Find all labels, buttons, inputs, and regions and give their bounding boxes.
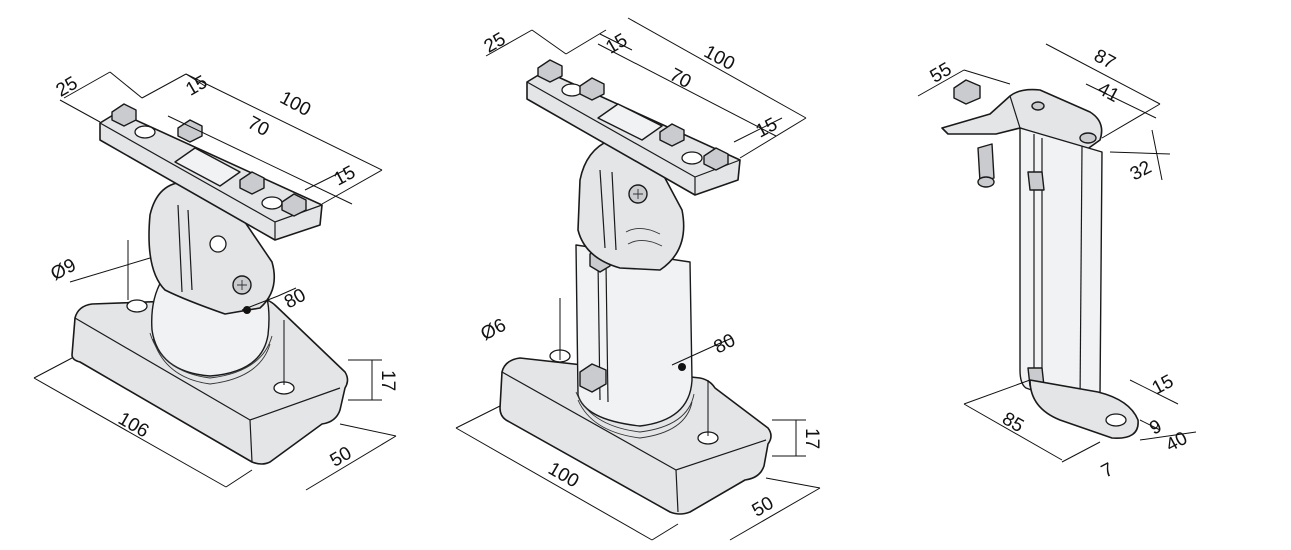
dim-15-right: 15: [330, 162, 359, 190]
dim-15: 15: [1149, 371, 1178, 399]
dim-40: 40: [1162, 428, 1191, 456]
dim-50: 50: [749, 493, 778, 522]
vertical-profile: [1019, 127, 1103, 409]
dim-7: 7: [1098, 459, 1117, 483]
dim-106: 106: [114, 408, 152, 442]
dim-100: 100: [700, 42, 738, 75]
dim-15-top: 15: [182, 72, 211, 101]
nut-and-screw: [953, 79, 995, 188]
dimension-lines: [33, 71, 397, 491]
dim-25: 25: [481, 29, 510, 58]
dimension-lines: [917, 43, 1197, 463]
dim-70: 70: [244, 112, 273, 140]
top-plate: [526, 59, 741, 196]
base-plate: [499, 349, 772, 515]
dim-41: 41: [1094, 78, 1123, 106]
dim-15-top: 15: [602, 30, 631, 59]
figure-wall-bracket: 55 87 41 32 15 85 9 40 7: [917, 43, 1197, 483]
figure-bracket-106: 25 15 100 70 15 Ø9 80 17 106 50: [33, 71, 398, 491]
foot-plate: [1029, 379, 1139, 439]
dim-80: 80: [281, 285, 310, 313]
dim-17: 17: [801, 428, 822, 449]
dim-9: 9: [1146, 416, 1165, 440]
dim-100: 100: [276, 88, 314, 121]
dim-diameter: Ø6: [477, 315, 509, 345]
dim-85: 85: [998, 408, 1027, 437]
dim-32: 32: [1127, 157, 1156, 185]
dimension-lines: [455, 17, 821, 541]
dim-15-right: 15: [752, 114, 781, 142]
top-arm: [941, 88, 1103, 151]
dim-50: 50: [327, 443, 356, 472]
top-plate: [99, 103, 323, 241]
dim-70: 70: [666, 64, 695, 92]
dim-17: 17: [377, 370, 398, 391]
dim-25: 25: [53, 73, 82, 102]
base-plate: [71, 297, 349, 465]
column-body: [575, 244, 695, 439]
figure-bracket-100: 25 15 100 70 15 Ø6 80 17 100 50: [455, 17, 822, 541]
dim-100-base: 100: [544, 458, 582, 492]
dim-80: 80: [710, 330, 739, 358]
dim-55: 55: [927, 59, 956, 88]
